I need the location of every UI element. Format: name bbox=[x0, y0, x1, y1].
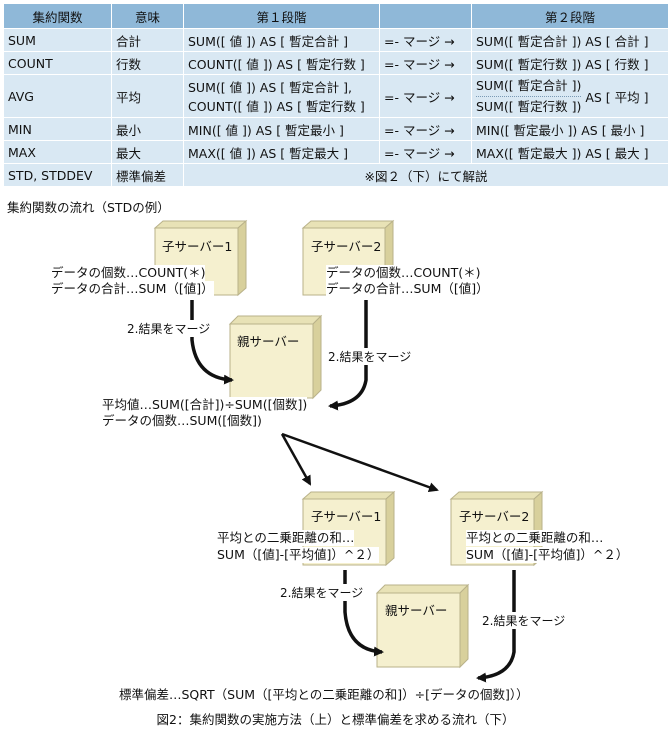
top-parent-line1: 平均値…SUM([合計])÷SUM([個数]) bbox=[102, 397, 308, 413]
header-func: 集約関数 bbox=[3, 3, 112, 29]
cell-stage1-line1: SUM([ 値 ]) AS [ 暫定合計 ], bbox=[188, 80, 352, 95]
cell-stage1: SUM([ 値 ]) AS [ 暫定合計 ] bbox=[183, 28, 380, 52]
top-child1-label: 子サーバー1 bbox=[162, 239, 233, 254]
cell-meaning: 合計 bbox=[111, 28, 184, 52]
bottom-child2-label: 子サーバー2 bbox=[459, 509, 530, 524]
bottom-child1-label: 子サーバー1 bbox=[311, 509, 382, 524]
cell-stage1: MIN([ 値 ]) AS [ 暫定最小 ] bbox=[183, 117, 380, 141]
bottom-merge-label-2: 2.結果をマージ bbox=[482, 612, 566, 629]
cell-merge: =- マージ → bbox=[379, 28, 472, 52]
top-child2-line1: データの個数…COUNT(＊) bbox=[326, 265, 481, 281]
cell-stage2: MAX([ 暫定最大 ]) AS [ 最大 ] bbox=[471, 140, 669, 164]
top-child1-line2: データの合計…SUM（[値]） bbox=[51, 281, 214, 297]
table-row: STD, STDDEV 標準偏差 ※図２（下）にて解説 bbox=[3, 163, 669, 187]
cell-func: STD, STDDEV bbox=[3, 163, 112, 187]
bottom-child1-line2: SUM（[値]-[平均値]）^２） bbox=[217, 547, 380, 563]
cell-stage1: COUNT([ 値 ]) AS [ 暫定行数 ] bbox=[183, 51, 380, 75]
cell-stage1-line2: COUNT([ 値 ]) AS [ 暫定行数 ] bbox=[188, 99, 365, 114]
table-row: COUNT 行数 COUNT([ 値 ]) AS [ 暫定行数 ] =- マージ… bbox=[3, 51, 669, 75]
bottom-merge-label-1: 2.結果をマージ bbox=[280, 584, 364, 601]
table-row: SUM 合計 SUM([ 値 ]) AS [ 暫定合計 ] =- マージ → S… bbox=[3, 28, 669, 52]
top-parent-line2: データの個数…SUM([個数]) bbox=[102, 413, 262, 429]
table-row: AVG 平均 SUM([ 値 ]) AS [ 暫定合計 ], COUNT([ 値… bbox=[3, 74, 669, 118]
bottom-child2-line1: 平均との二乗距離の和… bbox=[466, 530, 604, 546]
top-child1-line1: データの個数…COUNT(＊) bbox=[51, 265, 206, 281]
figure-caption: 図2：集約関数の実施方法（上）と標準偏差を求める流れ（下） bbox=[156, 712, 515, 727]
top-parent-label: 親サーバー bbox=[237, 334, 300, 349]
cell-meaning: 最小 bbox=[111, 117, 184, 141]
cell-stage2: MIN([ 暫定最小 ]) AS [ 最小 ] bbox=[471, 117, 669, 141]
top-parent-box bbox=[228, 314, 323, 400]
cell-stage2-line2: SUM([ 暫定行数 ]) bbox=[476, 98, 582, 114]
cell-stage1: SUM([ 値 ]) AS [ 暫定合計 ], COUNT([ 値 ]) AS … bbox=[183, 74, 380, 118]
top-merge-label-2: 2.結果をマージ bbox=[328, 348, 412, 365]
bottom-parent-label: 親サーバー bbox=[385, 603, 448, 618]
cell-func: SUM bbox=[3, 28, 112, 52]
top-child2-label: 子サーバー2 bbox=[311, 239, 382, 254]
table-row: MIN 最小 MIN([ 値 ]) AS [ 暫定最小 ] =- マージ → M… bbox=[3, 117, 669, 141]
top-child2-line2: データの合計…SUM（[値]） bbox=[326, 281, 489, 297]
cell-func: MAX bbox=[3, 140, 112, 164]
std-result-line: 標準偏差…SQRT（SUM（[平均との二乗距離の和]）÷[データの個数]）） bbox=[119, 687, 529, 703]
top-merge-label-1: 2.結果をマージ bbox=[127, 320, 211, 337]
aggregate-function-table: 集約関数 意味 第１段階 第２段階 SUM 合計 SUM([ 値 ]) AS [… bbox=[3, 3, 669, 187]
cell-stage2-line1: SUM([ 暫定合計 ]) bbox=[476, 76, 582, 97]
flow-title: 集約関数の流れ（STDの例） bbox=[7, 200, 170, 215]
cell-stage2: SUM([ 暫定行数 ]) AS [ 行数 ] bbox=[471, 51, 669, 75]
cell-func: MIN bbox=[3, 117, 112, 141]
table-row: MAX 最大 MAX([ 値 ]) AS [ 暫定最大 ] =- マージ → M… bbox=[3, 140, 669, 164]
cell-meaning: 標準偏差 bbox=[111, 163, 184, 187]
cell-stage1: MAX([ 値 ]) AS [ 暫定最大 ] bbox=[183, 140, 380, 164]
cell-merge: =- マージ → bbox=[379, 51, 472, 75]
cell-meaning: 最大 bbox=[111, 140, 184, 164]
cell-stage2-suffix: AS [ 平均 ] bbox=[585, 89, 649, 105]
cell-note: ※図２（下）にて解説 bbox=[183, 163, 669, 187]
header-merge bbox=[379, 3, 472, 29]
bottom-child1-line1: 平均との二乗距離の和… bbox=[217, 530, 355, 546]
bottom-parent-box bbox=[375, 583, 470, 669]
cell-stage2: SUM([ 暫定合計 ]) AS [ 合計 ] bbox=[471, 28, 669, 52]
cell-merge: =- マージ → bbox=[379, 74, 472, 118]
bottom-child2-line2: SUM（[値]-[平均値]）^２） bbox=[466, 547, 629, 563]
table-header-row: 集約関数 意味 第１段階 第２段階 bbox=[3, 3, 669, 29]
header-stage2: 第２段階 bbox=[471, 3, 669, 29]
